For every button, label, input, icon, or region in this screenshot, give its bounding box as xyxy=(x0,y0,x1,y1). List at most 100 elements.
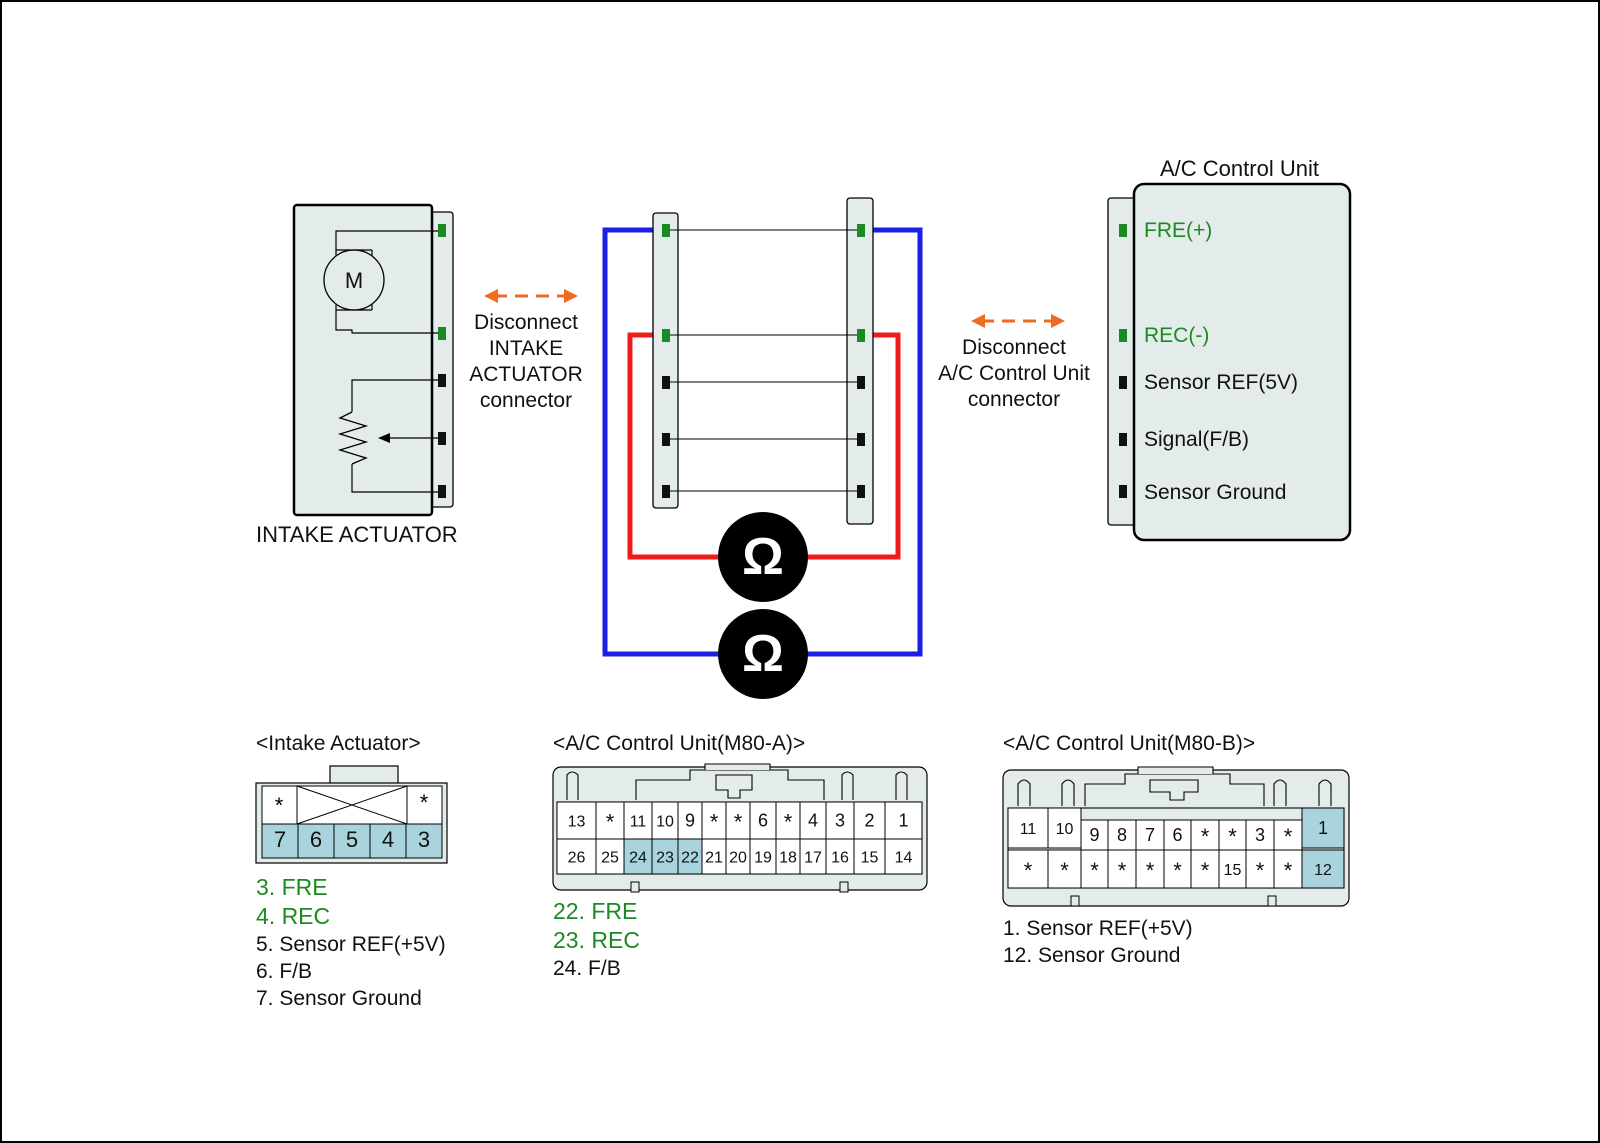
legend-item: 12. Sensor Ground xyxy=(1003,944,1181,967)
legend-item: 23. REC xyxy=(553,927,640,953)
connector-pin-cell xyxy=(297,823,335,859)
connector-pin-label: 16 xyxy=(831,850,849,867)
legend-item: 4. REC xyxy=(256,903,331,929)
text-line: connector xyxy=(479,389,573,412)
connector-pin-label: * xyxy=(606,810,615,835)
connector-pin-label: 20 xyxy=(729,850,747,867)
connector-pin-cell xyxy=(775,838,801,875)
intake-actuator xyxy=(292,203,454,517)
connector-pin-cell xyxy=(749,801,777,840)
connector-pin-cell xyxy=(405,823,443,859)
connector-pin-label: 14 xyxy=(895,850,913,867)
text-line: connector xyxy=(967,388,1061,411)
connector-pin-label: 8 xyxy=(1117,825,1127,845)
connector-pin-cell xyxy=(1007,807,1049,849)
connector-pin-label: 6 xyxy=(1172,825,1182,845)
m80b-legend: 1. Sensor REF(+5V) 12. Sensor Ground xyxy=(1003,915,1193,969)
legend-item: 3. FRE xyxy=(256,874,328,900)
connector-pin-label: 25 xyxy=(601,850,619,867)
connector-pin-cell xyxy=(1301,849,1345,889)
ac-control-unit-title: A/C Control Unit xyxy=(1160,156,1319,181)
connector-pin-label: 15 xyxy=(1224,862,1242,879)
legend-item: 1. Sensor REF(+5V) xyxy=(1003,917,1193,940)
connector-pin-label: * xyxy=(1060,858,1069,883)
connector-pin-label: 13 xyxy=(568,814,586,831)
connector-pin-label: 3 xyxy=(418,827,430,852)
intake-pin-rec xyxy=(438,327,446,340)
disconnect-ac-label: Disconnect A/C Control Unit connector xyxy=(924,335,1104,413)
connector-pin-label: * xyxy=(420,790,429,815)
connector-pin-cell xyxy=(1135,849,1165,889)
connector-pin-label: 1 xyxy=(898,811,908,831)
connector-pin-label: * xyxy=(1201,858,1210,883)
connector-pin-label: * xyxy=(710,810,719,835)
connector-pin-label: * xyxy=(1090,858,1099,883)
connector-pin-label: 2 xyxy=(864,811,874,831)
connector-pin-cell xyxy=(1163,849,1192,889)
test-harness: Ω Ω xyxy=(602,197,923,699)
connector-pin-cell xyxy=(825,838,855,875)
connector-pin-cell xyxy=(853,838,886,875)
disconnect-ac-arrow-icon xyxy=(971,314,1065,328)
connector-pin-label: 21 xyxy=(705,850,723,867)
ac-pin-label-fre: FRE(+) xyxy=(1144,219,1213,242)
m80a-legend: 22. FRE 23. REC 24. F/B xyxy=(553,897,640,982)
connector-pin-cell xyxy=(623,838,653,875)
connector-pin-label: 12 xyxy=(1314,862,1332,879)
connector-pin-cell xyxy=(1190,849,1220,889)
connector-pin-cell xyxy=(701,838,727,875)
connector-pin-cell xyxy=(623,801,653,840)
ohmmeter-red-icon: Ω xyxy=(718,512,808,602)
connector-pin-label: * xyxy=(1146,858,1155,883)
potentiometer-icon xyxy=(337,411,369,465)
connector-pin-label: * xyxy=(275,793,284,818)
connector-pin-label: 3 xyxy=(835,811,845,831)
connector-pin-cell xyxy=(333,823,371,859)
legend-item: 7. Sensor Ground xyxy=(256,987,422,1010)
ac-pin-label-rec: REC(-) xyxy=(1144,324,1210,347)
connector-pin-cell xyxy=(799,838,827,875)
text-line: Disconnect xyxy=(962,336,1066,359)
connector-pin-cell xyxy=(261,823,299,859)
blue-test-wire xyxy=(602,227,740,657)
intake-actuator-label: INTAKE ACTUATOR xyxy=(256,522,458,547)
connector-pin-label: 17 xyxy=(804,850,822,867)
connector-pin-label: 1 xyxy=(1318,818,1328,838)
connector-pin-cell xyxy=(725,838,751,875)
connector-pin-cell xyxy=(556,801,597,840)
ohmmeter-blue-icon: Ω xyxy=(718,609,808,699)
motor-label: M xyxy=(344,268,364,293)
connector-pin-cell xyxy=(677,838,703,875)
ac-control-unit-body xyxy=(1132,182,1352,542)
text-line: A/C Control Unit xyxy=(938,362,1090,385)
connector-pin-label: * xyxy=(1228,824,1237,849)
svg-text:Ω: Ω xyxy=(742,528,784,586)
connector-pin-label: 5 xyxy=(346,827,358,852)
connector-pin-label: * xyxy=(1118,858,1127,883)
intake-pin-fb xyxy=(438,432,446,445)
text-line: Disconnect xyxy=(474,311,578,334)
legend-item: 6. F/B xyxy=(256,960,313,983)
connector-pin-label: 11 xyxy=(630,814,647,831)
harness-connector-right xyxy=(846,197,874,525)
connector-pin-label: 10 xyxy=(656,814,674,831)
connector-pin-label: * xyxy=(784,810,793,835)
connector-pin-cell xyxy=(1273,849,1303,889)
intake-connector-title: <Intake Actuator> xyxy=(256,732,421,755)
intake-pin-ground xyxy=(438,485,446,498)
legend-item: 24. F/B xyxy=(553,957,621,980)
connector-pin-label: 11 xyxy=(1020,821,1037,838)
disconnect-intake-label: Disconnect INTAKE ACTUATOR connector xyxy=(456,310,596,414)
connector-pin-cell xyxy=(1007,849,1049,889)
connector-pin-label: 7 xyxy=(1145,825,1155,845)
connector-pin-label: 19 xyxy=(754,850,772,867)
connector-pin-label: 10 xyxy=(1056,821,1074,838)
connector-pin-label: 6 xyxy=(758,811,768,831)
svg-text:Ω: Ω xyxy=(742,625,784,683)
intake-pin-fre xyxy=(438,224,446,237)
wiper-arrow-icon xyxy=(378,433,390,443)
harness-connector-left xyxy=(652,212,679,509)
